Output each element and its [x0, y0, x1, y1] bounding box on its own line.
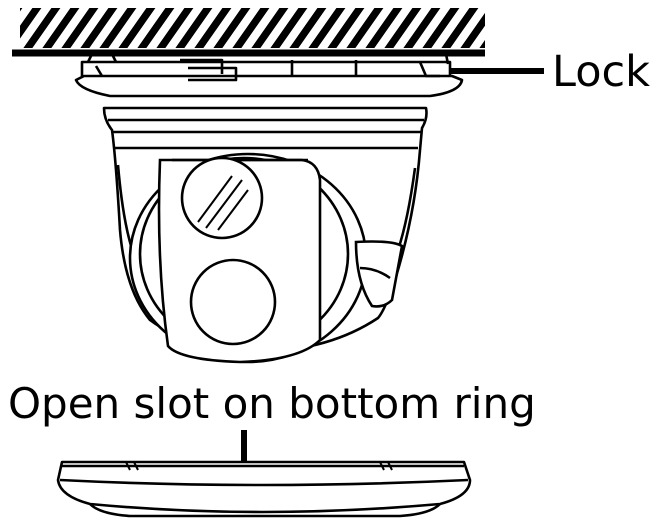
mounting-base — [74, 52, 464, 98]
upper-lens — [180, 156, 264, 240]
ceiling-hatching — [12, 8, 485, 57]
lock-label: Lock — [552, 47, 651, 97]
bottom-ring — [56, 460, 472, 518]
open-slot-label: Open slot on bottom ring — [8, 379, 536, 428]
lower-lens — [189, 258, 277, 346]
